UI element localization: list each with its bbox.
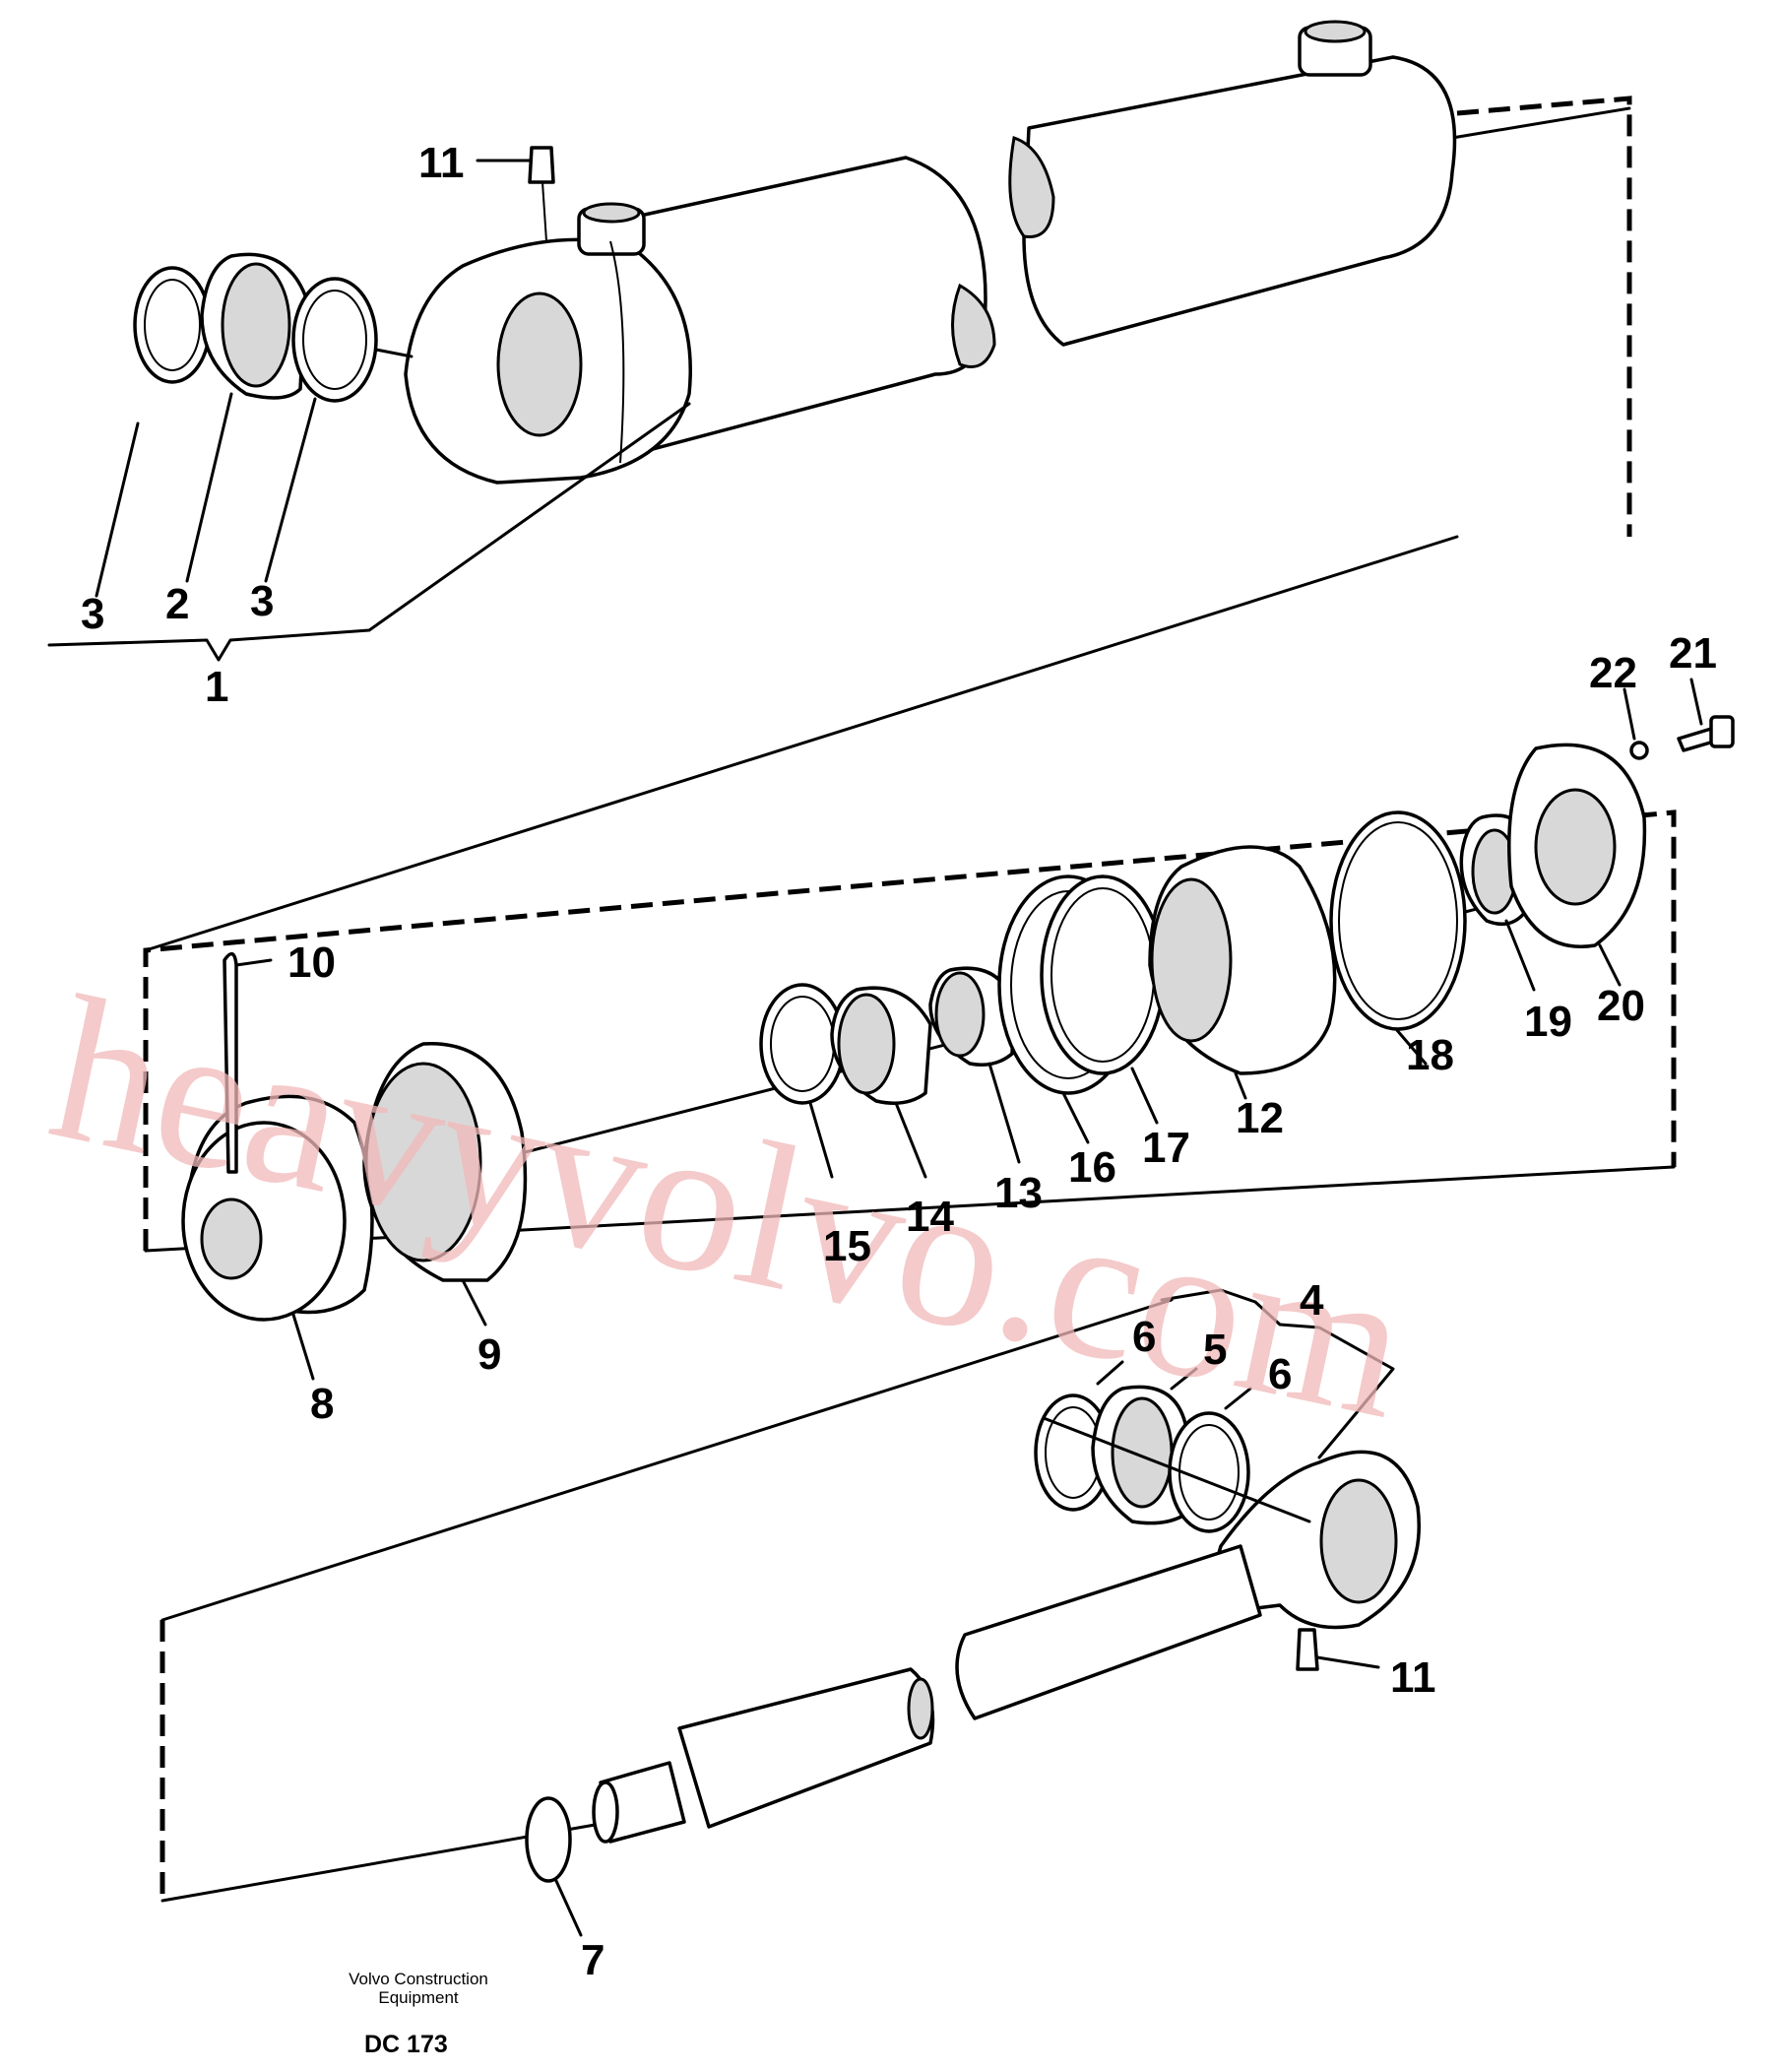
publisher-line-1: Volvo Construction [349, 1970, 488, 1988]
barrel-head-bore [496, 291, 583, 437]
leader-20 [1598, 943, 1622, 987]
callout-13: 13 [994, 1169, 1043, 1217]
bolt-21-head [1709, 715, 1735, 748]
rod-tube-front-cut [907, 1677, 934, 1740]
cotter-pin-10 [223, 951, 238, 1174]
barrel-rear-cut [1008, 136, 1055, 238]
callout-14: 14 [906, 1193, 954, 1241]
leader-15 [808, 1101, 834, 1179]
publisher-caption: Volvo Construction Equipment [325, 1970, 512, 2007]
barrel-front-cut [951, 283, 996, 368]
callout-3-right: 3 [250, 577, 274, 625]
callout-7: 7 [581, 1936, 605, 1984]
leader-3b [264, 397, 317, 583]
leader-6b [1224, 1387, 1252, 1410]
rod-tube-rear [955, 1544, 1262, 1720]
leader-22 [1623, 687, 1636, 741]
leader-5 [1170, 1367, 1198, 1391]
leader-9 [461, 1278, 487, 1327]
pin-axis-lower [1042, 1416, 1311, 1523]
leader-21 [1689, 678, 1703, 726]
o-ring-18 [1329, 810, 1467, 1031]
callout-16: 16 [1068, 1143, 1116, 1192]
callout-3-left: 3 [81, 590, 104, 638]
leader-7 [554, 1879, 583, 1937]
callout-4: 4 [1300, 1276, 1324, 1325]
leader-13 [987, 1062, 1021, 1164]
gland-8-thread [200, 1198, 263, 1280]
grease-nipple-11-top [528, 146, 555, 184]
barrel-rear-port-hole [1304, 20, 1367, 43]
grease-nipple-11-top-leader [541, 181, 547, 242]
leader-18 [1394, 1027, 1428, 1066]
callout-15: 15 [823, 1222, 871, 1270]
leader-14 [894, 1101, 927, 1179]
brace-4 [1160, 1288, 1395, 1459]
callout-6-top: 6 [1132, 1313, 1156, 1361]
leader-3a [95, 421, 140, 598]
brace-1 [47, 402, 691, 662]
callout-1: 1 [205, 663, 228, 711]
cover-plate-20-bore [1534, 788, 1617, 906]
barrel-rear-tube [1022, 55, 1457, 347]
circlip-3a-inner [144, 279, 201, 371]
callout-21: 21 [1669, 629, 1717, 678]
callout-2: 2 [165, 580, 189, 628]
callout-18: 18 [1406, 1031, 1454, 1079]
frame-dashed-upper [1456, 96, 1632, 537]
callout-19: 19 [1524, 998, 1572, 1046]
rod-thread-end [592, 1781, 619, 1844]
publisher-line-2: Equipment [378, 1988, 459, 2007]
circlip-3b [291, 277, 378, 403]
washer-22 [1629, 741, 1649, 760]
callout-12: 12 [1236, 1094, 1284, 1142]
leader-17 [1130, 1067, 1159, 1125]
callout-5: 5 [1203, 1326, 1227, 1374]
leader-2 [185, 392, 233, 583]
bushing-14-bore [837, 993, 896, 1095]
ring-13-bore [934, 971, 986, 1058]
bushing-2-bore [221, 262, 291, 388]
seal-17 [1040, 874, 1166, 1075]
piston-gland-group [143, 535, 1735, 1381]
circlip-6b [1168, 1411, 1250, 1533]
rod-frame-top [160, 1298, 1174, 1622]
o-ring-18-inner [1338, 821, 1458, 1020]
barrel-weld-seam [609, 240, 625, 464]
leader-12 [1234, 1071, 1247, 1100]
leader-6a [1096, 1360, 1124, 1386]
callout-17: 17 [1142, 1124, 1190, 1172]
circlip-3a [133, 266, 212, 384]
seal-9-bore [364, 1062, 482, 1263]
callout-10: 10 [287, 939, 336, 987]
grease-nipple-11-lower [1296, 1628, 1319, 1671]
frame-diagonal-upper [144, 535, 1459, 952]
barrel-axis-line [1450, 106, 1631, 140]
leader-8 [291, 1313, 315, 1381]
rod-tube-front [677, 1667, 935, 1829]
rod-eye-bore [1319, 1478, 1398, 1604]
piston-12-bore [1150, 877, 1233, 1043]
o-ring-7 [525, 1796, 572, 1883]
callout-11-lower: 11 [1390, 1653, 1436, 1702]
callout-6-right: 6 [1268, 1350, 1292, 1398]
cylinder-barrel-group [47, 20, 1632, 662]
callout-20: 20 [1597, 982, 1645, 1030]
callout-9: 9 [477, 1330, 501, 1379]
barrel-head-port-hole [582, 202, 641, 224]
circlip-3b-inner [302, 290, 367, 390]
piston-rod-group [159, 1288, 1421, 1937]
leader-19 [1504, 919, 1536, 992]
callout-8: 8 [310, 1380, 334, 1428]
callout-22: 22 [1589, 649, 1637, 697]
leader-10 [234, 958, 273, 967]
callout-11-top: 11 [418, 139, 465, 187]
leader-11-lower [1315, 1655, 1380, 1669]
drawing-code: DC 173 [364, 2031, 448, 2058]
leader-16 [1061, 1091, 1090, 1144]
